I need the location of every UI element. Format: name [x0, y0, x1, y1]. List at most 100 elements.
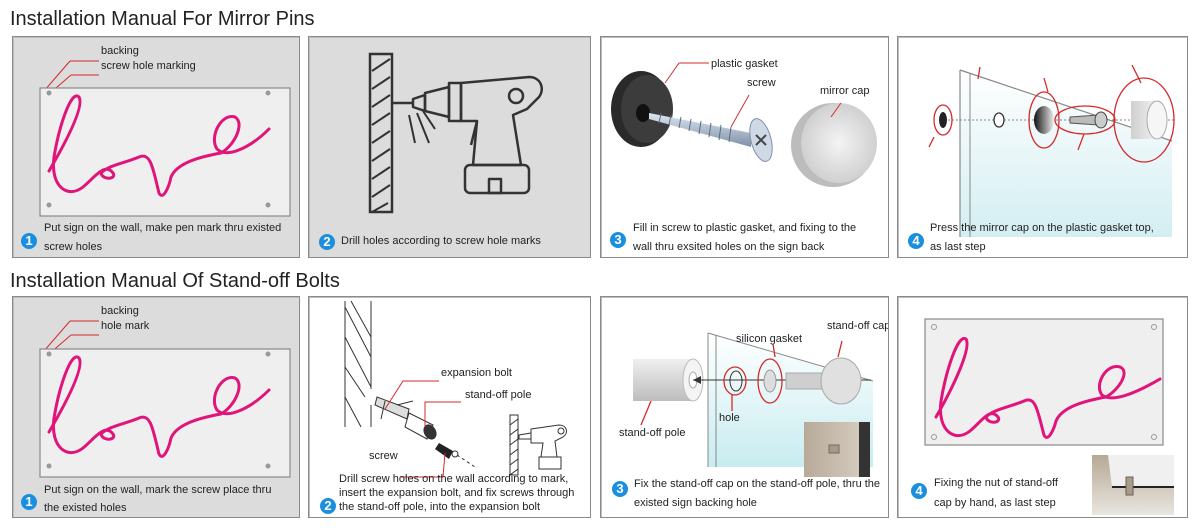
caption-line: existed sign backing hole	[634, 497, 757, 509]
step-caption: Fix the stand-off cap on the stand-off p…	[634, 475, 880, 513]
sign-backing	[39, 348, 291, 478]
label-mirror-cap: mirror cap	[820, 85, 870, 97]
step-number-badge: 1	[21, 494, 37, 510]
step-number-badge: 2	[319, 234, 335, 250]
step-panel-mirror-3: plastic gasket screw mirror cap 3 Fill i…	[600, 36, 889, 258]
drill-sparks-icon	[408, 110, 436, 144]
caption-line: wall thru exsited holes on the sign back	[633, 241, 825, 253]
step-number-badge: 4	[908, 233, 924, 249]
caption-line: Fix the stand-off cap on the stand-off p…	[634, 478, 881, 490]
step-panel-mirror-4: 4 Press the mirror cap on the plastic ga…	[897, 36, 1188, 258]
screw-hole-icon	[46, 463, 52, 469]
step-caption: Fill in screw to plastic gasket, and fix…	[633, 219, 856, 257]
screw-hole-icon	[46, 202, 52, 208]
label-standoff-pole: stand-off pole	[619, 427, 686, 439]
standoff-cap-exploded-illustration	[633, 332, 874, 477]
screw-hole-icon	[265, 90, 271, 96]
drill-icon	[393, 75, 543, 195]
step-number-badge: 3	[610, 232, 626, 248]
hole-icon	[729, 370, 743, 392]
silicon-gasket-icon	[763, 369, 777, 393]
washer-icon	[993, 112, 1005, 128]
screw-hole-icon	[265, 202, 271, 208]
step-caption: Fixing the nut of stand-off cap by hand,…	[934, 473, 1058, 513]
screw-hole-icon	[46, 351, 52, 357]
step-number-badge: 4	[911, 483, 927, 499]
callout-line	[43, 60, 71, 92]
sign-backing	[924, 318, 1164, 446]
step-caption: Put sign on the wall, make pen mark thru…	[44, 219, 281, 257]
gasket-screw-cap-illustration	[611, 62, 877, 187]
screw-hole-icon	[931, 324, 937, 330]
caption-line: Press the mirror cap on the plastic gask…	[930, 222, 1154, 234]
caption-line: the stand-off pole, into the expansion b…	[339, 501, 540, 513]
drill-illustration	[368, 52, 543, 214]
label-plastic-gasket: plastic gasket	[711, 58, 778, 70]
step-caption: Drill screw holes on the wall according …	[339, 472, 574, 514]
mini-drill-icon	[509, 414, 567, 476]
step-panel-mirror-2: 2 Drill holes according to screw hole ma…	[308, 36, 591, 258]
caption-line: cap by hand, as last step	[934, 497, 1056, 509]
label-standoff-pole: stand-off pole	[465, 389, 532, 401]
expansion-bolt-illustration	[344, 300, 567, 478]
label-backing: backing	[101, 305, 139, 317]
label-expansion-bolt: expansion bolt	[441, 367, 512, 379]
standoff-cap-icon	[820, 357, 862, 405]
sign-illustration	[39, 320, 291, 478]
neon-love-sign	[934, 337, 1162, 439]
screw-hole-icon	[1151, 434, 1157, 440]
label-screw: screw	[747, 77, 776, 89]
step-panel-standoff-4: 4 Fixing the nut of stand-off cap by han…	[897, 296, 1188, 518]
screw-hole-icon	[265, 463, 271, 469]
step-panel-standoff-1: backing hole mark 1 Put sign on the wall…	[12, 296, 300, 518]
label-silicon-gasket: silicon gasket	[736, 333, 803, 345]
expansion-bolt-icon	[374, 396, 414, 420]
label-hole-mark: hole mark	[101, 320, 150, 332]
gasket-icon	[1034, 106, 1054, 134]
screw-hole-icon	[931, 434, 937, 440]
threaded-rod-icon	[785, 372, 825, 390]
finished-sign-illustration	[924, 318, 1174, 515]
label-screw-hole-marking: screw hole marking	[101, 60, 196, 72]
section-title-standoff-bolts: Installation Manual Of Stand-off Bolts	[10, 270, 340, 292]
caption-line: as last step	[930, 241, 986, 253]
step-panel-standoff-3: silicon gasket stand-off cap hole stand-…	[600, 296, 889, 518]
section-title-mirror-pins: Installation Manual For Mirror Pins	[10, 8, 315, 30]
standoff-pole-icon	[404, 412, 437, 440]
mirror-cap-exploded-illustration	[928, 64, 1175, 237]
sign-illustration	[39, 60, 291, 217]
label-standoff-cap: stand-off cap	[827, 320, 889, 332]
screw-icon	[435, 443, 459, 459]
caption-line: Drill screw holes on the wall according …	[339, 473, 569, 485]
caption-line: the existed holes	[44, 502, 127, 514]
step-number-badge: 3	[612, 481, 628, 497]
step-caption: Put sign on the wall, mark the screw pla…	[44, 481, 271, 517]
step-panel-standoff-2: expansion bolt stand-off pole screw 2 Dr…	[308, 296, 591, 518]
step-number-badge: 1	[21, 233, 37, 249]
step-panel-mirror-1: backing screw hole marking 1 Put sign on…	[12, 36, 300, 258]
anchor-icon	[939, 112, 947, 128]
neon-love-sign	[47, 355, 271, 458]
label-screw: screw	[369, 450, 398, 462]
caption-line: Drill holes according to screw hole mark…	[341, 235, 541, 247]
screw-hole-icon	[46, 90, 52, 96]
caption-line: Fill in screw to plastic gasket, and fix…	[633, 222, 857, 234]
wall-icon	[344, 300, 372, 428]
caption-line: insert the expansion bolt, and fix screw…	[339, 487, 575, 499]
wall-icon	[368, 52, 394, 214]
caption-line: screw holes	[44, 241, 103, 253]
step-caption: Press the mirror cap on the plastic gask…	[930, 219, 1154, 257]
screw-hole-icon	[265, 351, 271, 357]
sign-backing	[39, 87, 291, 217]
caption-line: Put sign on the wall, mark the screw pla…	[44, 484, 272, 496]
label-backing: backing	[101, 45, 139, 57]
caption-line: Put sign on the wall, make pen mark thru…	[44, 222, 282, 234]
screw-hole-icon	[1151, 324, 1157, 330]
step-caption: Drill holes according to screw hole mark…	[341, 232, 541, 251]
glass-panel	[960, 70, 1172, 237]
label-hole: hole	[719, 412, 740, 424]
neon-love-sign	[47, 94, 271, 197]
step-number-badge: 2	[320, 498, 336, 514]
caption-line: Fixing the nut of stand-off	[934, 477, 1058, 489]
screw-icon	[1069, 114, 1099, 126]
